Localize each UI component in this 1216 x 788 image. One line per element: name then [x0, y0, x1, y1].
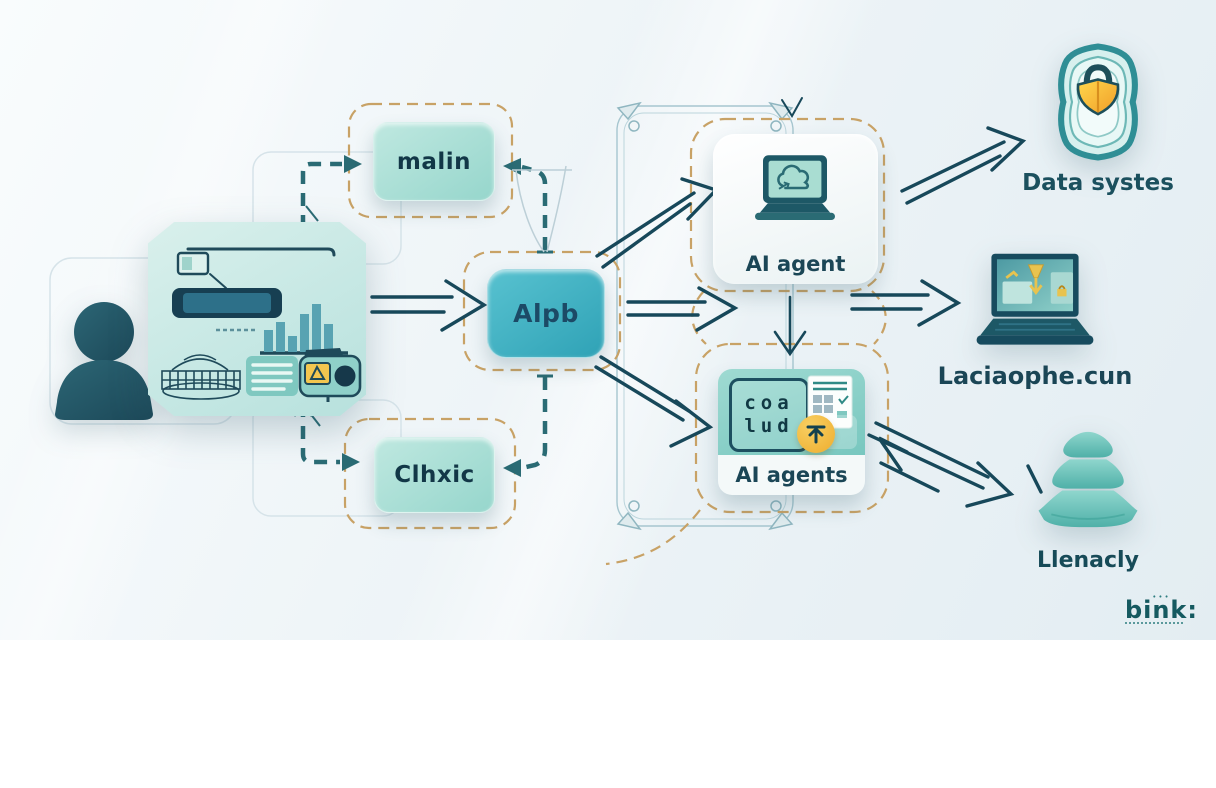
- decorative-frame: [616, 101, 794, 531]
- node-hub: Alpb: [487, 269, 605, 358]
- dashboard-panel: [148, 222, 366, 416]
- arrow-agent-to-data-systems: [900, 126, 1027, 205]
- tree-icon: [1038, 431, 1138, 528]
- node-hierarchy: Llenacly: [1008, 430, 1168, 573]
- funnel-guides: [512, 165, 572, 253]
- camera-icon: [298, 348, 362, 402]
- search-bar-icon: [172, 288, 282, 318]
- arrow-hub-to-ai-agent: [595, 177, 720, 269]
- node-label: malin: [396, 148, 472, 175]
- code-line: lud: [744, 415, 794, 437]
- node-label: AI agents: [735, 463, 848, 487]
- code-box-icon: coa lud: [729, 378, 809, 452]
- shield-lock-icon: [1058, 43, 1138, 161]
- logo-tagline-line: [1124, 622, 1183, 624]
- ornament-v: [781, 97, 803, 118]
- node-ai-agent: AI agent: [713, 134, 878, 284]
- node-label: Alpb: [513, 299, 579, 328]
- dashed-connectors: [300, 161, 548, 471]
- arrow-agent-to-agents: [773, 295, 807, 357]
- list-card-icon: [246, 356, 298, 396]
- arrow-hub-to-right: [626, 286, 739, 332]
- node-output-site: Laciaophe.cun: [930, 250, 1140, 390]
- arrow-hub-to-ai-agents: [594, 355, 714, 448]
- node-label: AI agent: [745, 252, 846, 276]
- agents-icon-area: coa lud: [718, 369, 865, 455]
- node-data-systems: Data systes: [1018, 40, 1178, 196]
- node-label: Data systes: [1022, 170, 1174, 196]
- arrow-dashboard-to-hub: [370, 279, 488, 332]
- laptop-cloud-icon: [755, 155, 835, 220]
- node-ai-agents: coa lud AI agents: [718, 369, 865, 495]
- brand-logo: ••• bink:: [1124, 593, 1198, 624]
- code-line: coa: [744, 392, 794, 414]
- connector-layer: [49, 97, 1043, 566]
- node-label: Clhxic: [394, 462, 475, 488]
- dashboard-widgets: [161, 247, 362, 402]
- node-input-top: malin: [373, 122, 495, 201]
- logo-text: bink:: [1124, 596, 1198, 624]
- user-silhouette-icon: [52, 298, 156, 424]
- arrow-to-output-site: [850, 279, 962, 327]
- node-label: Laciaophe.cun: [937, 362, 1133, 390]
- stadium-wireframe-icon: [161, 354, 241, 400]
- arrow-agents-to-hierarchy: [867, 421, 1043, 508]
- node-input-bottom: Clhxic: [374, 437, 495, 513]
- upload-icon: [797, 415, 835, 453]
- node-label: Llenacly: [1037, 548, 1139, 573]
- logo-dots: •••: [1152, 593, 1171, 601]
- laptop-screen-icon: [976, 253, 1094, 345]
- browser-bar-icon: [176, 247, 336, 289]
